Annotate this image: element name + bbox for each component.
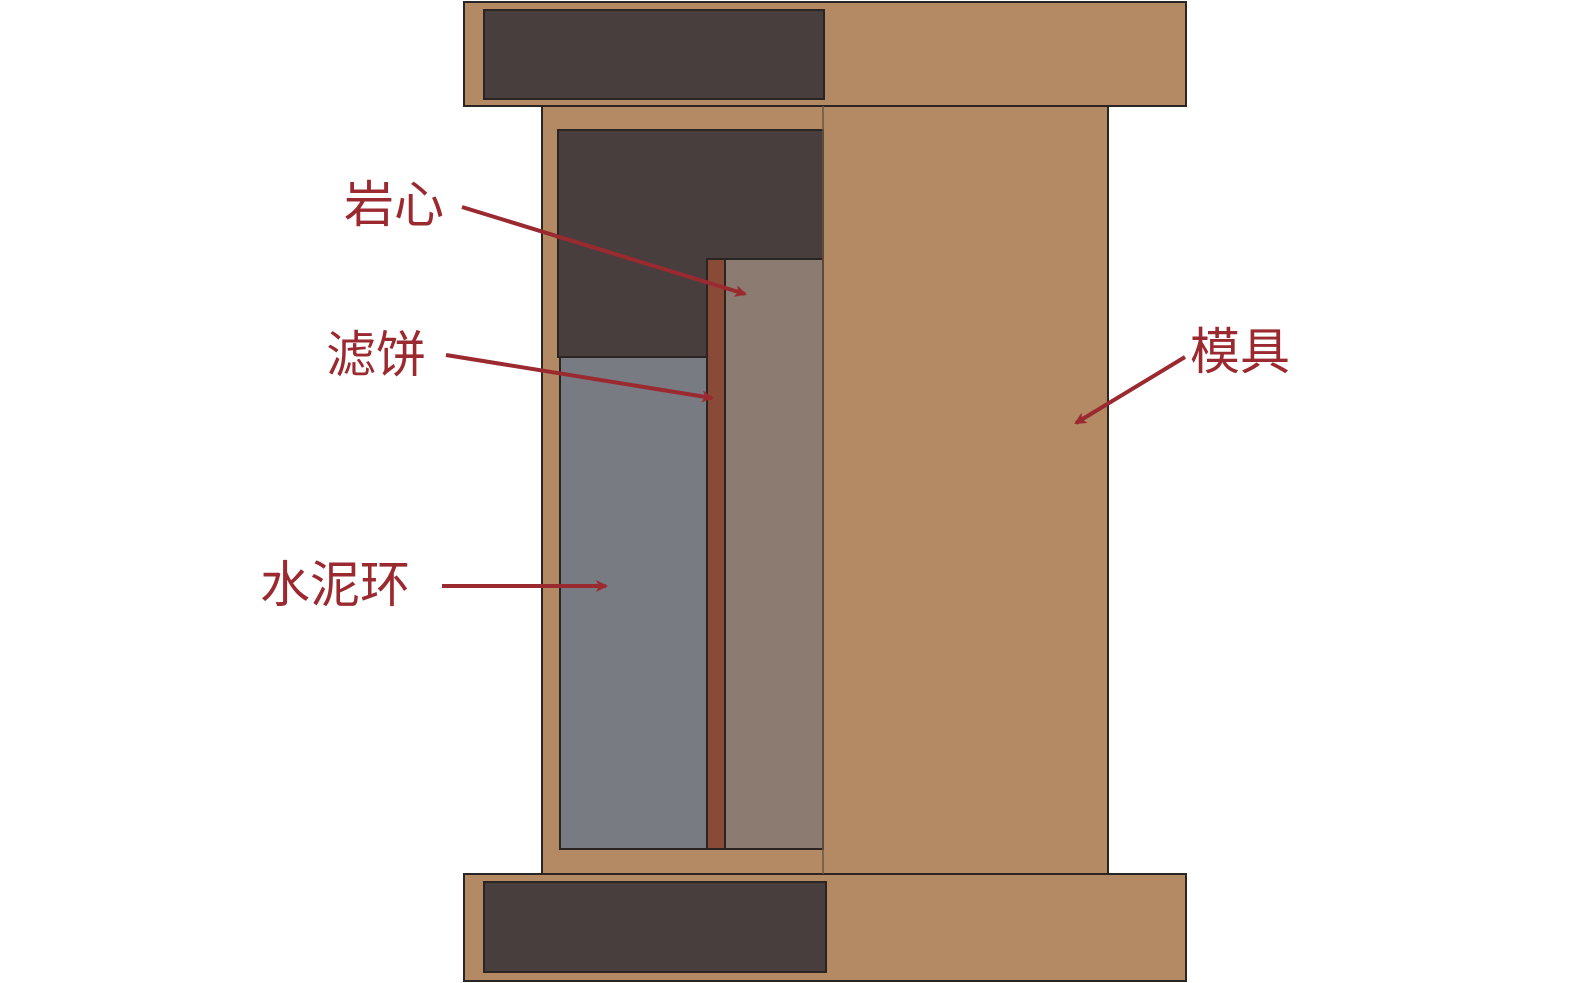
- bottom-cap-insert: [483, 881, 827, 973]
- cement-ring: [559, 356, 708, 850]
- arrow-mold: [1074, 355, 1187, 425]
- label-core: 岩心: [344, 176, 444, 234]
- arrow-core: [461, 205, 747, 297]
- filter-cake: [706, 258, 726, 850]
- label-mold: 模具: [1190, 323, 1290, 381]
- label-filter-cake: 滤饼: [326, 326, 426, 384]
- label-cement-ring: 水泥环: [260, 556, 410, 614]
- arrow-filter-cake: [445, 353, 714, 403]
- top-cap-insert: [483, 9, 825, 100]
- rock-core: [724, 258, 824, 850]
